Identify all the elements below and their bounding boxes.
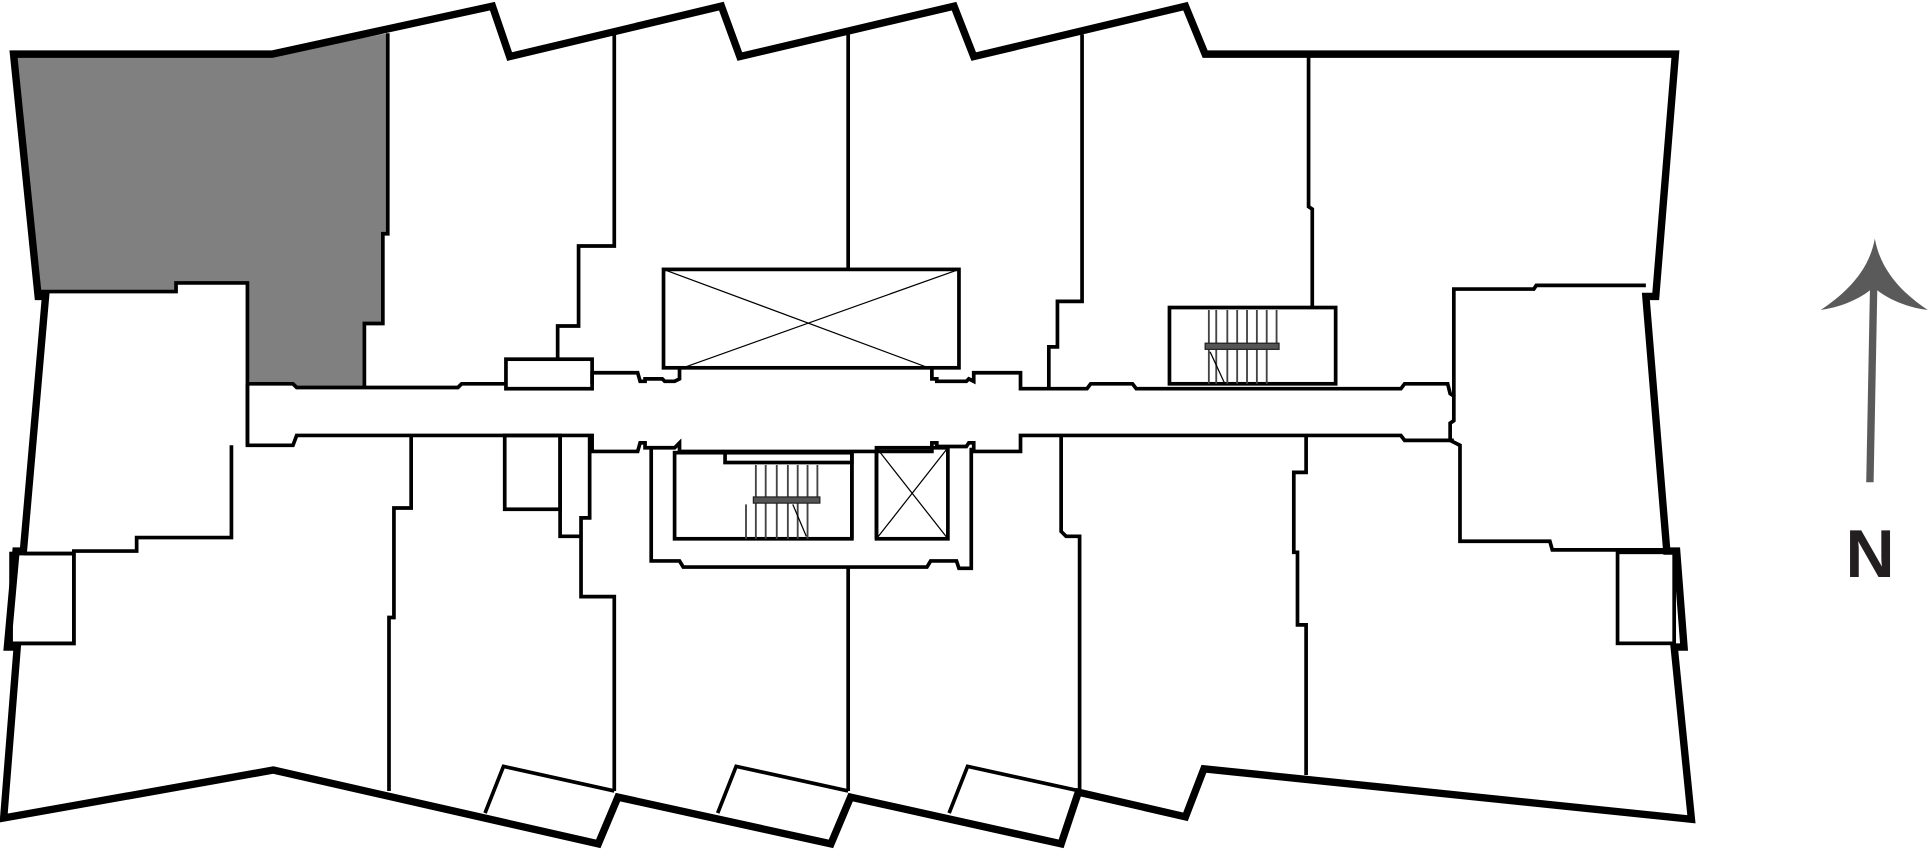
wall-ne-unit <box>1451 283 1646 397</box>
se-closet <box>1615 550 1677 646</box>
balcony-3 <box>947 764 1080 814</box>
wall-south-6 <box>1291 435 1308 775</box>
balcony-1 <box>483 764 615 814</box>
highlighted-unit[interactable] <box>16 33 388 388</box>
north-east-stairs <box>1204 309 1280 385</box>
south-core-outer <box>649 447 974 571</box>
wall-south-1 <box>17 445 234 646</box>
ne-closet-west <box>9 551 76 646</box>
south-stair-landing <box>723 450 854 465</box>
balcony-2 <box>715 764 849 814</box>
wall-north-2 <box>555 34 617 360</box>
south-stair-enclosure <box>672 450 854 541</box>
north-arrow-icon <box>1820 238 1928 483</box>
wall-nw-unit-south <box>38 281 250 446</box>
wall-south-3 <box>558 435 617 791</box>
wall-south-2 <box>387 435 414 791</box>
core-divider <box>850 452 879 539</box>
wall-north-4 <box>1046 34 1084 389</box>
north-shaft <box>661 267 961 370</box>
wall-se-unit <box>1449 438 1665 552</box>
south-stairs <box>745 464 821 539</box>
north-label: N <box>1845 516 1895 592</box>
north-closet <box>504 357 594 391</box>
wall-north-5 <box>1306 56 1315 308</box>
south-closet <box>502 433 562 512</box>
corridor-north-wall <box>247 369 1456 441</box>
north-shaft-cross <box>663 268 960 370</box>
north-east-stair-enclosure <box>1167 305 1338 386</box>
elevator-cross <box>875 447 949 540</box>
wall-south-5 <box>1059 435 1082 791</box>
corridor-south-wall <box>245 383 1454 454</box>
building-outline <box>0 1 1696 849</box>
wall-nw-unit-east <box>362 33 390 388</box>
